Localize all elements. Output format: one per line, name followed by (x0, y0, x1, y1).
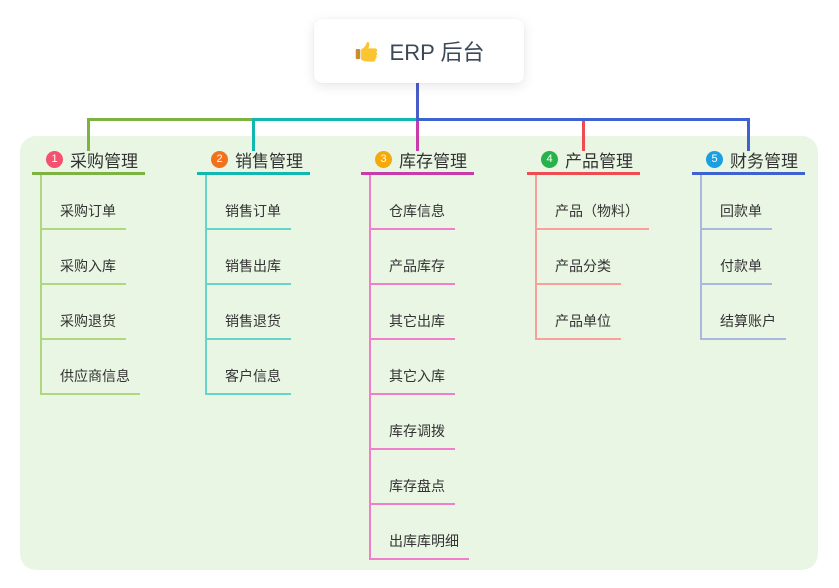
branch-node[interactable]: 5 财务管理 (692, 148, 805, 175)
child-node-label: 产品分类 (555, 258, 611, 274)
child-node-label: 库存调拨 (389, 423, 445, 439)
branch-children: 回款单 付款单 结算账户 (700, 175, 786, 340)
child-node-label: 产品（物料） (555, 203, 639, 219)
child-node-label: 付款单 (720, 258, 762, 274)
branch-children: 销售订单 销售出库 销售退货 客户信息 (205, 175, 291, 395)
connector-line (581, 118, 585, 151)
connector-line (417, 118, 750, 121)
connector-line (86, 118, 90, 151)
child-node[interactable]: 销售订单 (207, 175, 291, 230)
branch-children: 采购订单 采购入库 采购退货 供应商信息 (40, 175, 140, 395)
child-node-label: 销售退货 (225, 313, 281, 329)
child-node-label: 供应商信息 (60, 368, 130, 384)
child-node-label: 回款单 (720, 203, 762, 219)
branch-node-label: 财务管理 (730, 151, 798, 171)
connector-line (746, 118, 750, 151)
child-node[interactable]: 产品（物料） (537, 175, 649, 230)
branch-node[interactable]: 1 采购管理 (32, 148, 145, 175)
child-node[interactable]: 结算账户 (702, 285, 786, 340)
branch-column: 1 采购管理 采购订单 采购入库 采购退货 供应商信息 (32, 148, 252, 395)
connector-line (415, 118, 419, 151)
child-node-label: 出库库明细 (389, 533, 459, 549)
branch-column: 3 库存管理 仓库信息 产品库存 其它出库 其它入库 库存调拨 库存盘点 出库库… (361, 148, 581, 560)
child-node[interactable]: 客户信息 (207, 340, 291, 395)
branch-column: 4 产品管理 产品（物料） 产品分类 产品单位 (527, 148, 747, 340)
child-node[interactable]: 付款单 (702, 230, 772, 285)
connector-line (87, 118, 252, 121)
branch-number-badge: 4 (541, 150, 558, 168)
root-node[interactable]: ERP 后台 (314, 19, 524, 83)
child-node-label: 库存盘点 (389, 478, 445, 494)
child-node[interactable]: 其它出库 (371, 285, 455, 340)
branch-node[interactable]: 3 库存管理 (361, 148, 474, 175)
child-node[interactable]: 产品分类 (537, 230, 621, 285)
child-node[interactable]: 出库库明细 (371, 505, 469, 560)
child-node[interactable]: 采购入库 (42, 230, 126, 285)
child-node-label: 其它出库 (389, 313, 445, 329)
child-node-label: 销售订单 (225, 203, 281, 219)
branch-children: 仓库信息 产品库存 其它出库 其它入库 库存调拨 库存盘点 出库库明细 (369, 175, 469, 560)
child-node-label: 结算账户 (720, 313, 776, 329)
child-node[interactable]: 仓库信息 (371, 175, 455, 230)
branch-children: 产品（物料） 产品分类 产品单位 (535, 175, 649, 340)
child-node[interactable]: 库存盘点 (371, 450, 455, 505)
branches-panel (20, 136, 818, 570)
branch-number-badge: 1 (46, 150, 63, 168)
thumbs-up-icon (354, 38, 380, 64)
root-node-label: ERP 后台 (389, 40, 485, 65)
child-node-label: 产品库存 (389, 258, 445, 274)
child-node[interactable]: 产品库存 (371, 230, 455, 285)
child-node-label: 采购订单 (60, 203, 116, 219)
branch-column: 2 销售管理 销售订单 销售出库 销售退货 客户信息 (197, 148, 417, 395)
branch-node-label: 库存管理 (399, 151, 467, 171)
child-node[interactable]: 销售退货 (207, 285, 291, 340)
child-node-label: 产品单位 (555, 313, 611, 329)
branch-number-badge: 5 (706, 150, 723, 168)
child-node-label: 采购入库 (60, 258, 116, 274)
branch-node-label: 销售管理 (235, 151, 303, 171)
branch-node-label: 采购管理 (70, 151, 138, 171)
child-node-label: 客户信息 (225, 368, 281, 384)
branch-number-badge: 3 (375, 150, 392, 168)
child-node-label: 其它入库 (389, 368, 445, 384)
branch-node[interactable]: 4 产品管理 (527, 148, 640, 175)
child-node[interactable]: 库存调拨 (371, 395, 455, 450)
child-node[interactable]: 供应商信息 (42, 340, 140, 395)
child-node[interactable]: 回款单 (702, 175, 772, 230)
branch-column: 5 财务管理 回款单 付款单 结算账户 (692, 148, 839, 340)
child-node-label: 销售出库 (225, 258, 281, 274)
branch-node-label: 产品管理 (565, 151, 633, 171)
connector-line (251, 118, 255, 151)
child-node[interactable]: 采购订单 (42, 175, 126, 230)
connector-line (416, 83, 419, 121)
connector-line (252, 118, 417, 121)
child-node[interactable]: 销售出库 (207, 230, 291, 285)
child-node[interactable]: 采购退货 (42, 285, 126, 340)
child-node[interactable]: 产品单位 (537, 285, 621, 340)
branch-node[interactable]: 2 销售管理 (197, 148, 310, 175)
branch-number-badge: 2 (211, 150, 228, 168)
child-node-label: 采购退货 (60, 313, 116, 329)
child-node[interactable]: 其它入库 (371, 340, 455, 395)
child-node-label: 仓库信息 (389, 203, 445, 219)
